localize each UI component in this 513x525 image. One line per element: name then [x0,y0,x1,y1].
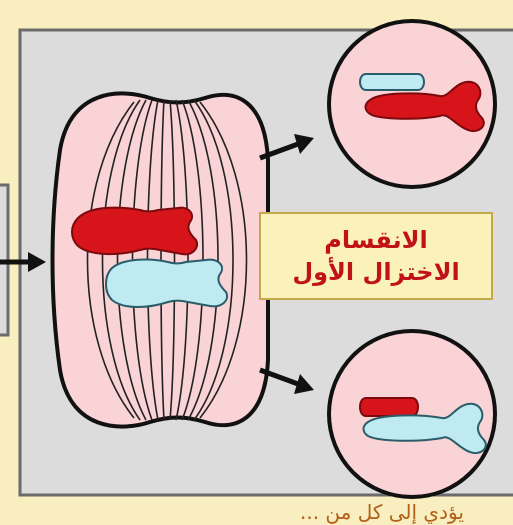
label-line-2: الاختزال الأول [292,256,459,288]
label-line-1: الانقسام [324,224,427,256]
blue-chromosome-cell [106,260,227,307]
red-chromosome-cell [72,208,197,255]
blue-chromatid-top [360,74,424,90]
meiosis-label-box: الانقسام الاختزال الأول [259,212,493,300]
top-daughter-cell [329,21,495,187]
red-chromatid-bottom [360,398,418,416]
bottom-caption: يؤدي إلى كل من ... [300,500,464,524]
dividing-cell [53,93,269,426]
bottom-daughter-cell [329,331,495,497]
